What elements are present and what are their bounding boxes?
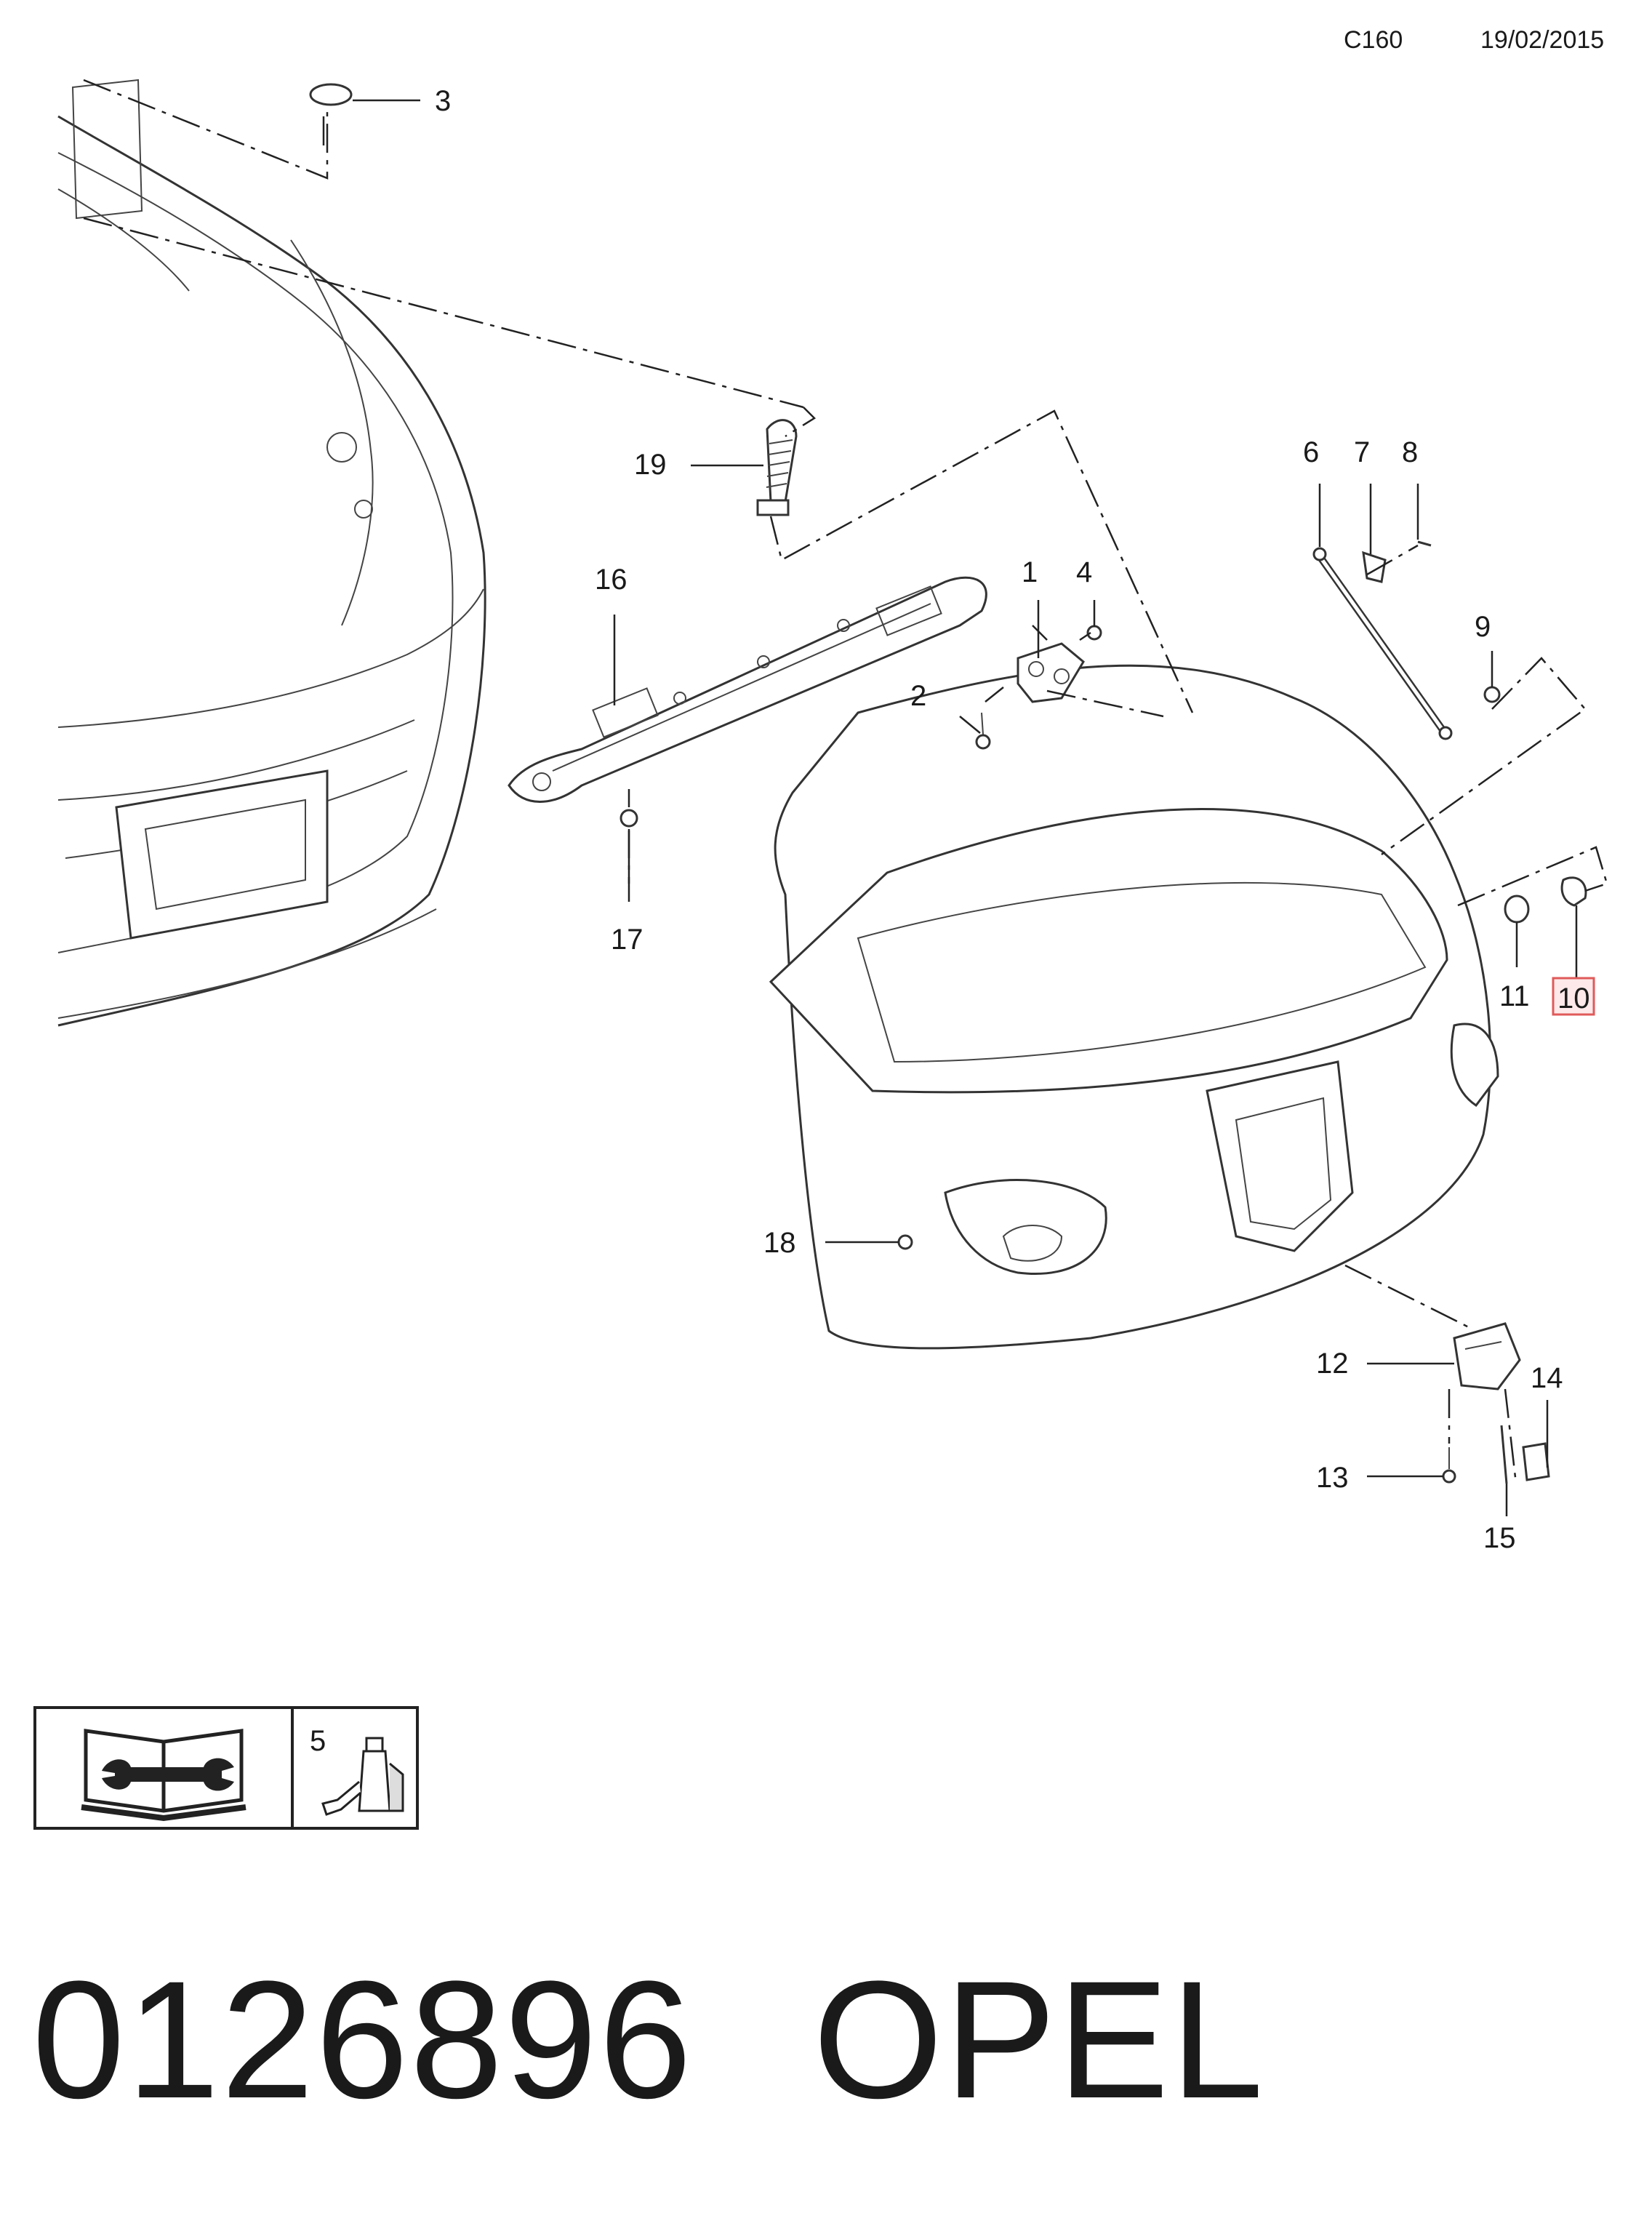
car-rear-body [57, 79, 486, 1027]
diagram-code: C160 [1344, 26, 1403, 54]
part-7-bracket [1362, 551, 1387, 583]
callout-16: 16 [595, 564, 627, 596]
legend-item-number: 5 [310, 1725, 326, 1757]
callout-1: 1 [1022, 556, 1038, 588]
legend-adhesive-cell: 5 [294, 1709, 416, 1827]
exploded-parts-diagram: 3 19 16 1 4 2 17 6 7 8 9 11 10 18 12 14 … [57, 79, 1608, 1554]
assembly-lines [83, 79, 1608, 1484]
legend-manual-cell [36, 1709, 294, 1827]
part-1-hinge [1017, 642, 1085, 703]
service-manual-icon [81, 1729, 246, 1822]
callout-9: 9 [1475, 611, 1491, 643]
callout-19: 19 [634, 449, 667, 481]
callout-7: 7 [1354, 436, 1370, 468]
callout-18: 18 [763, 1227, 796, 1259]
callout-8: 8 [1402, 436, 1418, 468]
part-18-clip [897, 1234, 913, 1250]
part-13-screw [1442, 1447, 1456, 1484]
part-19-bolt [756, 419, 798, 516]
callout-10-highlight [1552, 977, 1595, 1016]
part-14-actuator [1522, 1442, 1550, 1481]
part-15-rod [1500, 1425, 1508, 1484]
part-10-retainer [1560, 876, 1587, 907]
callout-12: 12 [1316, 1348, 1349, 1380]
part-6-gas-strut [1312, 547, 1453, 740]
adhesive-bottle-icon [321, 1737, 404, 1816]
callout-14: 14 [1531, 1362, 1563, 1394]
legend-box: 5 [33, 1706, 419, 1830]
tailgate [769, 664, 1499, 1350]
callout-10: 10 [1557, 983, 1590, 1015]
part-2-screw [975, 712, 991, 750]
part-9-clip [1483, 686, 1501, 703]
leader-lines [353, 99, 1578, 1516]
callout-4: 4 [1076, 556, 1092, 588]
diagram-date: 19/02/2015 [1480, 26, 1605, 54]
brand-name: OPEL [813, 1946, 1265, 2133]
part-number: 0126896 [32, 1946, 694, 2133]
callout-11: 11 [1499, 980, 1530, 1012]
callout-13: 13 [1316, 1462, 1349, 1494]
callout-3: 3 [435, 85, 451, 117]
part-12-lock [1453, 1322, 1521, 1390]
part-16-spoiler-strip [508, 576, 987, 803]
callout-2: 2 [910, 680, 926, 712]
part-17-clip [620, 809, 638, 828]
callout-17: 17 [611, 924, 643, 956]
callout-6: 6 [1303, 436, 1319, 468]
callout-15: 15 [1483, 1522, 1516, 1554]
part-3-cap [309, 83, 353, 106]
part-8-screw [1417, 540, 1432, 547]
part-11-plug [1504, 895, 1530, 924]
